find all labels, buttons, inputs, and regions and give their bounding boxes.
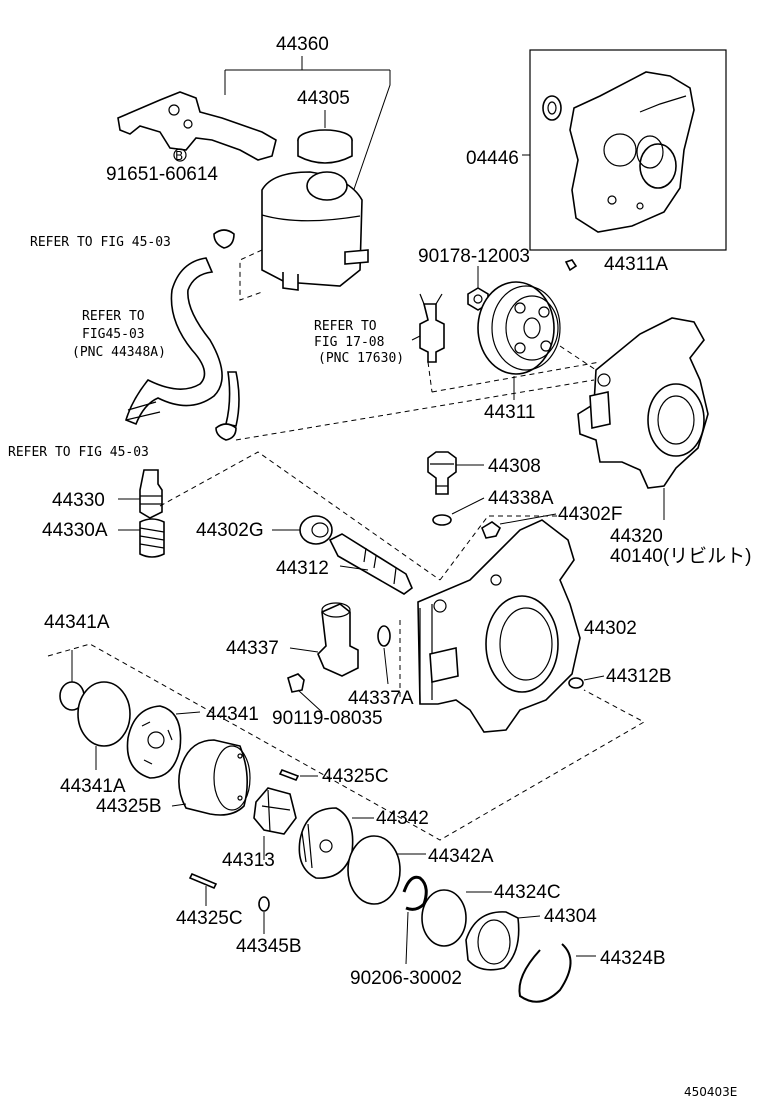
label-44330a: 44330A <box>42 520 108 541</box>
label-44311: 44311 <box>484 402 535 423</box>
label-44341a-top: 44341A <box>44 612 110 633</box>
reservoir-bracket <box>117 91 277 161</box>
part-labels: 44360 44305 91651-60614 04446 REFER TO F… <box>8 34 752 1099</box>
plug-44302f <box>481 521 502 539</box>
label-refer-to-c: REFER TO <box>314 319 377 334</box>
callout-b-symbol: B <box>175 149 183 163</box>
label-44324b: 44324B <box>600 948 666 969</box>
label-44325b: 44325B <box>96 796 162 817</box>
label-44337: 44337 <box>226 638 279 659</box>
clip-44312b <box>568 677 584 689</box>
gasket-kit-box <box>522 49 727 251</box>
pump-pulley <box>477 281 561 400</box>
o-ring-44324c <box>421 889 467 947</box>
label-40140: 40140(リビルト) <box>610 545 752 567</box>
side-plate <box>126 705 201 779</box>
label-90206-30002: 90206-30002 <box>350 968 462 989</box>
o-ring-44342a <box>347 835 401 905</box>
label-44320: 44320 <box>610 526 663 547</box>
label-90119-08035: 90119-08035 <box>272 708 383 729</box>
bolt-90119 <box>287 673 305 693</box>
reservoir-group: B <box>117 56 391 301</box>
label-44341a-bottom: 44341A <box>60 776 126 797</box>
union-44337 <box>289 602 359 677</box>
label-44302f: 44302F <box>558 504 622 525</box>
pin-44325c-upper <box>278 768 300 782</box>
pressure-plate <box>298 807 374 879</box>
key-pin <box>564 259 578 272</box>
label-44311a: 44311A <box>604 254 668 275</box>
label-44304: 44304 <box>544 906 597 927</box>
label-44305: 44305 <box>297 88 350 109</box>
label-44342: 44342 <box>376 808 429 829</box>
pin-44345b <box>258 896 270 912</box>
valve-spring <box>118 518 165 558</box>
label-90178-12003: 90178-12003 <box>418 246 530 267</box>
label-refer-fig-45-03-d: REFER TO FIG 45-03 <box>8 445 149 460</box>
label-44313: 44313 <box>222 850 275 871</box>
label-44338a: 44338A <box>488 488 554 509</box>
label-44324c: 44324C <box>494 882 561 903</box>
label-fig-17-08: FIG 17-08 <box>314 335 384 350</box>
label-44312: 44312 <box>276 558 329 579</box>
return-hose <box>125 257 240 441</box>
label-44337a: 44337A <box>348 688 414 709</box>
diagram-id: 450403E <box>684 1085 737 1099</box>
o-ring-44341a-large <box>77 681 131 747</box>
pump-assembly <box>559 317 709 520</box>
label-44330: 44330 <box>52 490 105 511</box>
o-ring-44337a <box>377 625 391 647</box>
label-44302g: 44302G <box>196 520 264 541</box>
label-44360: 44360 <box>276 34 329 55</box>
label-fig45-03-b: FIG45-03 <box>82 327 145 342</box>
label-pnc-44348a: (PNC 44348A) <box>72 345 166 360</box>
pump-cover <box>465 911 541 971</box>
pump-shaft <box>328 533 413 595</box>
label-44312b: 44312B <box>606 666 672 687</box>
label-refer-to-b: REFER TO <box>82 309 145 324</box>
label-44342a: 44342A <box>428 846 494 867</box>
label-44308: 44308 <box>488 456 541 477</box>
o-ring-44338a <box>432 514 452 526</box>
snap-ring-90206 <box>402 875 428 911</box>
label-44302: 44302 <box>584 618 637 639</box>
label-44325c-upper: 44325C <box>322 766 389 787</box>
label-44325c-lower: 44325C <box>176 908 243 929</box>
label-44345b: 44345B <box>236 936 302 957</box>
label-04446: 04446 <box>466 148 519 169</box>
cam-ring <box>171 739 251 816</box>
label-91651-60614: 91651-60614 <box>106 164 218 185</box>
label-44341: 44341 <box>206 704 259 725</box>
oil-seal-44302g <box>272 515 333 545</box>
flow-control-valve <box>118 469 163 519</box>
rotor <box>253 787 297 860</box>
pressure-switch <box>411 293 445 363</box>
label-pnc-17630: (PNC 17630) <box>318 351 404 366</box>
label-refer-fig-45-03-a: REFER TO FIG 45-03 <box>30 235 171 250</box>
snap-ring-44324b <box>518 943 572 1003</box>
front-housing <box>417 515 581 733</box>
pin-44325c-lower <box>188 872 218 890</box>
union-fitting <box>427 451 484 495</box>
